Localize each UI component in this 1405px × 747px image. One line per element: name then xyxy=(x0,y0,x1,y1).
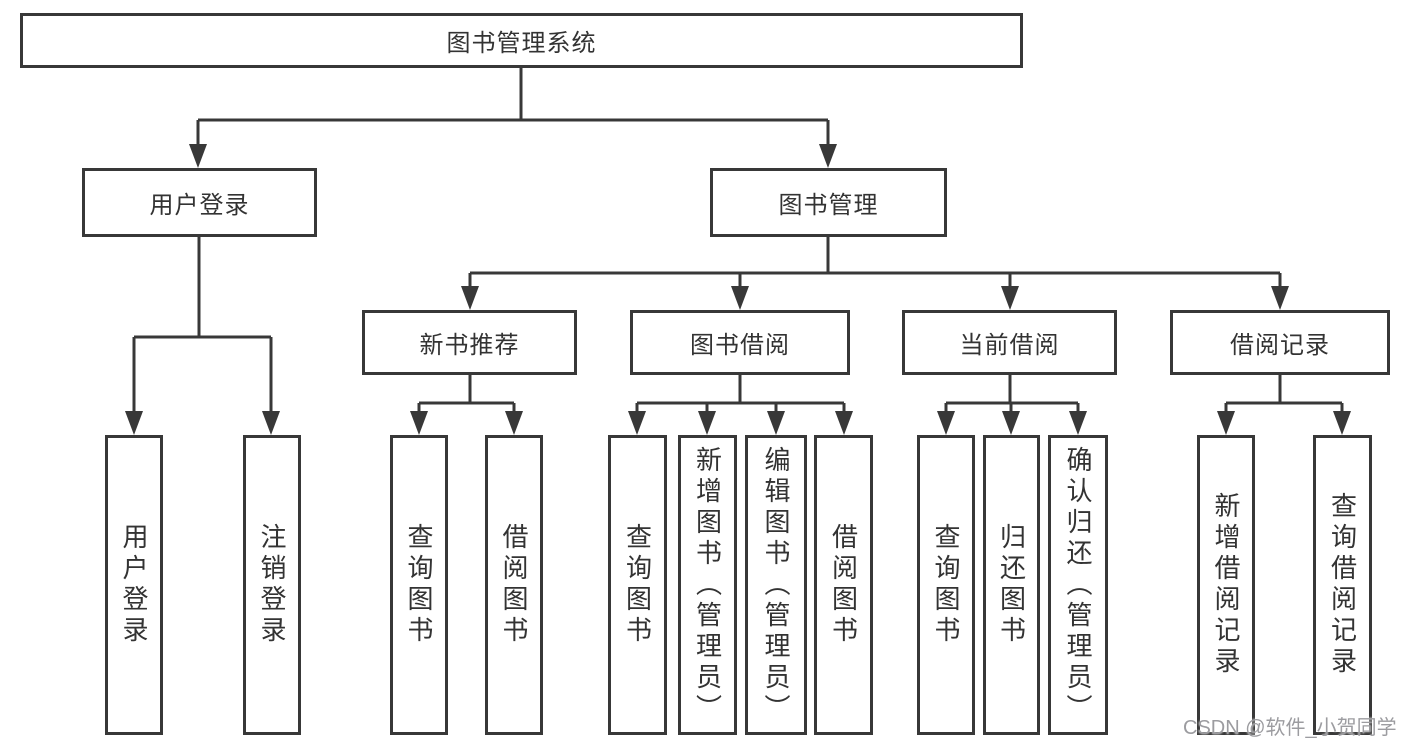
node-book-management: 图书管理 xyxy=(710,168,947,237)
leaf-label: 归还图书 xyxy=(996,523,1027,647)
leaf-query-books-recommend: 查询图书 xyxy=(390,435,448,735)
node-current-borrowing: 当前借阅 xyxy=(902,310,1117,375)
node-label: 用户登录 xyxy=(149,192,250,219)
leaf-label: 查询图书 xyxy=(404,523,435,647)
leaf-label: 查询图书 xyxy=(622,523,653,647)
leaf-borrow-books-recommend: 借阅图书 xyxy=(485,435,543,735)
node-label: 新书推荐 xyxy=(419,332,520,359)
node-label: 图书管理 xyxy=(778,192,879,219)
node-new-book-recommendation: 新书推荐 xyxy=(362,310,577,375)
arrowheads xyxy=(125,144,1351,435)
leaf-logout: 注销登录 xyxy=(243,435,301,735)
csdn-watermark: CSDN @软件_小贺同学 xyxy=(1183,717,1397,739)
node-label: 借阅记录 xyxy=(1230,332,1330,359)
leaf-label: 确认归还（管理员） xyxy=(1063,445,1094,725)
leaf-label: 新增图书（管理员） xyxy=(692,445,723,725)
node-label: 图书管理系统 xyxy=(446,30,597,57)
leaf-borrow-books-borrowing: 借阅图书 xyxy=(814,435,873,735)
leaf-edit-book-admin: 编辑图书（管理员） xyxy=(745,435,807,735)
leaf-add-book-admin: 新增图书（管理员） xyxy=(678,435,737,735)
leaf-label: 借阅图书 xyxy=(828,523,859,647)
node-label: 图书借阅 xyxy=(690,332,790,359)
leaf-label: 借阅图书 xyxy=(499,523,530,647)
leaf-query-books-borrowing: 查询图书 xyxy=(608,435,667,735)
leaf-query-borrow-record: 查询借阅记录 xyxy=(1313,435,1372,735)
node-library-management-system: 图书管理系统 xyxy=(20,13,1023,68)
leaf-user-login: 用户登录 xyxy=(105,435,163,735)
leaf-label: 查询图书 xyxy=(931,523,962,647)
node-borrowing-records: 借阅记录 xyxy=(1170,310,1390,375)
leaf-confirm-return-admin: 确认归还（管理员） xyxy=(1048,435,1108,735)
leaf-add-borrow-record: 新增借阅记录 xyxy=(1197,435,1255,735)
leaf-label: 注销登录 xyxy=(257,523,288,647)
node-label: 当前借阅 xyxy=(959,332,1060,359)
node-user-login: 用户登录 xyxy=(82,168,317,237)
leaf-query-books-current: 查询图书 xyxy=(917,435,975,735)
leaf-label: 新增借阅记录 xyxy=(1211,492,1242,678)
leaf-label: 查询借阅记录 xyxy=(1327,492,1358,678)
node-book-borrowing: 图书借阅 xyxy=(630,310,850,375)
leaf-label: 用户登录 xyxy=(119,523,150,647)
leaf-return-book: 归还图书 xyxy=(983,435,1040,735)
leaf-label: 编辑图书（管理员） xyxy=(761,445,792,725)
